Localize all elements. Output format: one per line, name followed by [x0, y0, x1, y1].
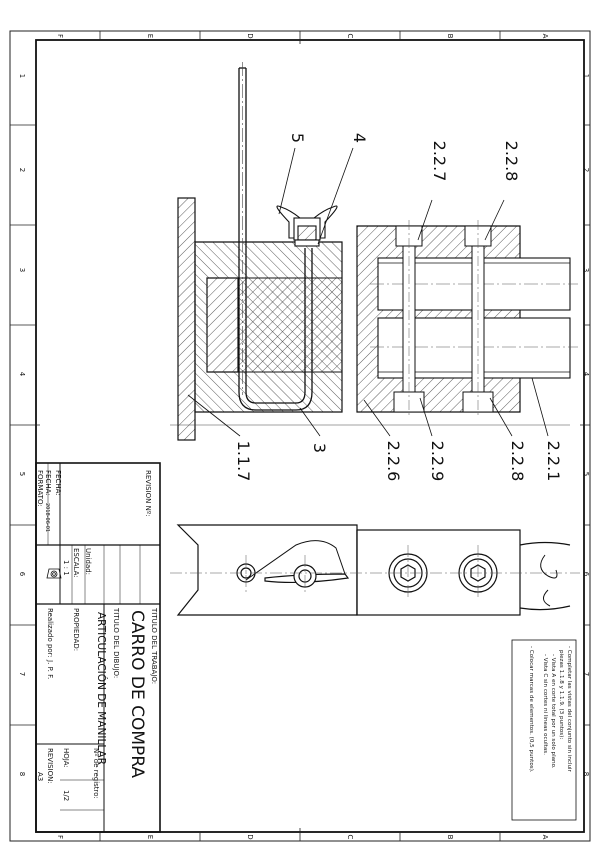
realizado-value: J. P. F. [46, 659, 54, 679]
note-line-5: - Colocar marcas de elementos. (0,5 punt… [528, 646, 534, 773]
callout-1-1-7: 1.1.7 [234, 441, 253, 482]
revision-number-label: REVISION Nº: [144, 470, 152, 517]
callout-2-2-8-bottom: 2.2.8 [508, 441, 527, 482]
callout-2-2-7: 2.2.7 [430, 141, 449, 182]
callout-4: 4 [350, 133, 369, 143]
drawing-title: ARTICULACIÓN DE MANILLAR [95, 612, 108, 765]
col-num-left-4: 4 [18, 372, 26, 377]
col-num-right-2: 2 [582, 168, 590, 172]
callout-2-2-8-top: 2.2.8 [502, 141, 521, 182]
note-line-2: piezas 1.1.8 y 1.1.9. (3 puntos): [558, 650, 564, 739]
escala-value: 1 : 1 [62, 560, 70, 576]
wing-nut [276, 205, 338, 247]
col-num-right-8: 8 [582, 772, 590, 776]
inner-frame [35, 39, 585, 833]
bolt-right [462, 220, 494, 418]
col-num-right-4: 4 [582, 372, 590, 377]
callout-2-2-9: 2.2.9 [428, 441, 447, 482]
side-centerlines [170, 545, 580, 600]
inner-block [206, 277, 343, 373]
row-letter-top-e: E [146, 34, 154, 38]
col-num-left-5: 5 [18, 472, 26, 476]
side-bracket [176, 524, 358, 616]
col-num-left-3: 3 [18, 268, 26, 272]
note-line-3: - Vista A en corte total por un solo pla… [550, 654, 556, 769]
title-block [35, 462, 161, 833]
revision-label: REVISION: [46, 748, 54, 784]
bolt-left [393, 220, 425, 418]
hoja-label: HOJA: [62, 748, 70, 768]
row-letter-top-c: C [346, 34, 354, 39]
row-letter-bottom-c: C [346, 835, 354, 840]
fecha-label-2: FECHA: [44, 470, 52, 496]
col-num-left-8: 8 [18, 772, 26, 776]
row-letter-bottom-b: B [446, 835, 454, 840]
section-view [170, 62, 578, 441]
u-bolt [238, 68, 313, 411]
base-plate [177, 197, 196, 441]
drawing-title-label: TITULO DEL DIBUJO: [112, 607, 120, 678]
note-line-1: - Completar las vistas del conjunto sin … [566, 646, 572, 773]
realizado-label: Realizado por: [46, 608, 54, 658]
notes: - Completar las vistas del conjunto sin … [528, 646, 572, 773]
propiedad-label: PROPIEDAD: [72, 608, 80, 651]
zone-ticks [10, 31, 590, 841]
row-letter-top-f: F [56, 34, 64, 38]
fecha-value: 2018-06-01 [44, 503, 50, 532]
callout-2-2-1: 2.2.1 [544, 441, 563, 482]
registro-label: Nº de registro: [92, 748, 100, 799]
row-letter-bottom-f: F [56, 835, 64, 839]
callout-3: 3 [310, 443, 329, 453]
col-num-right-6: 6 [582, 572, 590, 577]
row-letter-bottom-a: A [541, 835, 549, 840]
col-num-left-7: 7 [18, 672, 26, 676]
projection-symbol-icon [46, 568, 62, 579]
hoja-value: 1/2 [62, 790, 70, 801]
row-letter-bottom-e: E [146, 835, 154, 839]
col-num-right-1: 1 [582, 74, 590, 78]
col-num-left-6: 6 [18, 572, 26, 577]
escala-label: ESCALA: [72, 548, 80, 578]
col-num-left-2: 2 [18, 168, 26, 172]
formato-value: A3 [36, 772, 44, 781]
row-letter-top-b: B [446, 34, 454, 39]
side-view [176, 524, 571, 616]
notes-box [511, 639, 577, 821]
leader-lines [187, 147, 549, 437]
row-letter-top-d: D [246, 33, 254, 38]
note-line-4: - Vista C sin cortes ni lineas ocultas. [542, 654, 548, 755]
formato-label: FORMATO: [36, 470, 44, 507]
col-num-left-1: 1 [18, 74, 26, 78]
col-num-right-5: 5 [582, 472, 590, 476]
row-letter-bottom-d: D [246, 834, 254, 839]
col-num-right-7: 7 [582, 672, 590, 676]
row-letter-top-a: A [541, 34, 549, 39]
callout-5: 5 [288, 133, 307, 143]
callout-2-2-6: 2.2.6 [384, 441, 403, 482]
col-num-right-3: 3 [582, 268, 590, 272]
unidad-label: Unidad: [84, 548, 92, 575]
work-title: CARRO DE COMPRA [127, 610, 147, 778]
work-title-label: TITULO DEL TRABAJO: [150, 607, 158, 684]
fecha-label-1: FECHA: [54, 470, 62, 496]
